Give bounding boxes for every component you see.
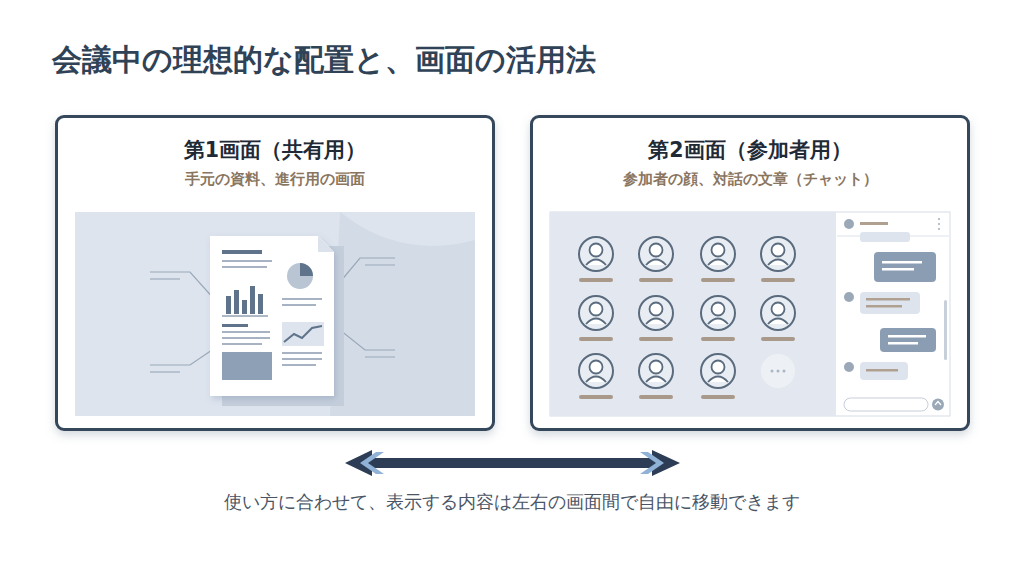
diagram-caption: 使い方に合わせて、表示する内容は左右の画面間で自由に移動できます [0, 490, 1024, 514]
panel-subtitle: 参加者の顔、対話の文章（チャット） [533, 170, 967, 189]
panel-subtitle: 手元の資料、進行用の画面 [58, 170, 492, 189]
screen-panel: 第1画面（共有用） 手元の資料、進行用の画面 [55, 115, 495, 431]
screen-panel: 第2画面（参加者用） 参加者の顔、対話の文章（チャット） [530, 115, 970, 431]
panel-heading: 第1画面（共有用） [58, 136, 492, 164]
diagram-title: 会議中の理想的な配置と、画面の活用法 [52, 40, 596, 81]
double-arrow [345, 450, 680, 476]
panel-heading: 第2画面（参加者用） [533, 136, 967, 164]
